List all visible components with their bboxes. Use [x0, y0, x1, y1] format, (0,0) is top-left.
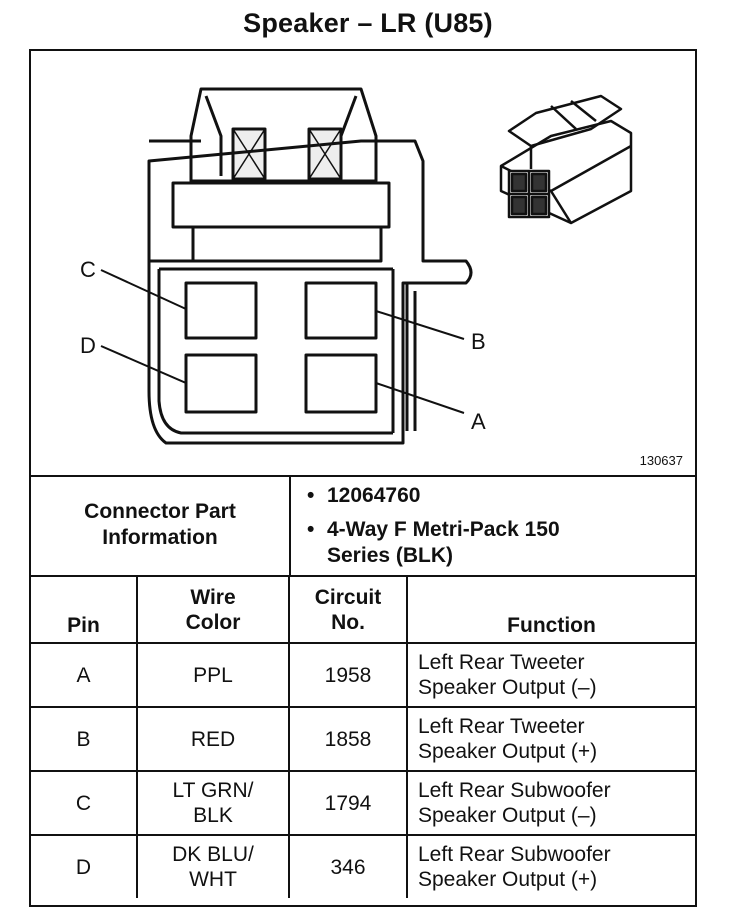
table-row: B RED 1858 Left Rear Tweeter Speaker Out… — [31, 706, 695, 772]
cell-function: Left Rear Tweeter Speaker Output (–) — [406, 642, 695, 708]
table-row: A PPL 1958 Left Rear Tweeter Speaker Out… — [31, 642, 695, 708]
connector-info-label: Connector Part Information — [31, 475, 291, 575]
page-title: Speaker – LR (U85) — [243, 8, 493, 38]
cavity-c — [184, 281, 258, 340]
pin-label-c: C — [80, 257, 96, 282]
header-function: Function — [406, 577, 695, 644]
cell-circuit: 1794 — [288, 770, 408, 836]
cell-circuit: 1958 — [288, 642, 408, 708]
header-pin: Pin — [31, 577, 138, 644]
table-row: C LT GRN/ BLK 1794 Left Rear Subwoofer S… — [31, 770, 695, 836]
pin-label-d: D — [80, 333, 96, 358]
bullet-icon: • — [307, 484, 315, 507]
pin-label-a: A — [471, 409, 486, 434]
bullet-icon: • — [307, 518, 315, 541]
cell-wire-color: PPL — [136, 642, 290, 708]
info-item-part-number: • 12064760 — [307, 484, 421, 507]
cell-function: Left Rear Subwoofer Speaker Output (+) — [406, 834, 695, 898]
cell-pin: A — [31, 642, 138, 708]
cell-pin: D — [31, 834, 138, 898]
connector-info-row: Connector Part Information • 12064760 • … — [31, 475, 695, 577]
cavity-d — [184, 353, 258, 414]
table-row: D DK BLU/ WHT 346 Left Rear Subwoofer Sp… — [31, 834, 695, 898]
cell-wire-color: DK BLU/ WHT — [136, 834, 290, 898]
table-header-row: Pin Wire Color Circuit No. Function — [31, 577, 695, 644]
connector-info-list: • 12064760 • 4-Way F Metri-Pack 150 Seri… — [291, 483, 691, 569]
info-item-description: • 4-Way F Metri-Pack 150 Series (BLK) — [307, 518, 560, 567]
cavity-a — [304, 353, 378, 414]
connector-iso-view — [499, 94, 633, 225]
cell-pin: C — [31, 770, 138, 836]
cell-function: Left Rear Subwoofer Speaker Output (–) — [406, 770, 695, 836]
cell-wire-color: LT GRN/ BLK — [136, 770, 290, 836]
header-wire-color: Wire Color — [136, 577, 290, 644]
cell-wire-color: RED — [136, 706, 290, 772]
connector-latch — [189, 87, 378, 183]
pin-label-b: B — [471, 329, 486, 354]
cell-pin: B — [31, 706, 138, 772]
header-circuit: Circuit No. — [288, 577, 408, 644]
connector-diagram: C D B A 130637 — [31, 51, 695, 477]
cell-function: Left Rear Tweeter Speaker Output (+) — [406, 706, 695, 772]
cell-circuit: 1858 — [288, 706, 408, 772]
cavity-b — [304, 281, 378, 340]
connector-card: C D B A 130637 Connector Part Informatio… — [29, 49, 697, 907]
cell-circuit: 346 — [288, 834, 408, 898]
connector-face-drawing: C D B A — [80, 87, 633, 445]
connector-housing — [147, 139, 473, 445]
diagram-reference-number: 130637 — [639, 453, 683, 468]
pinout-table: Pin Wire Color Circuit No. Function A PP… — [31, 577, 695, 898]
